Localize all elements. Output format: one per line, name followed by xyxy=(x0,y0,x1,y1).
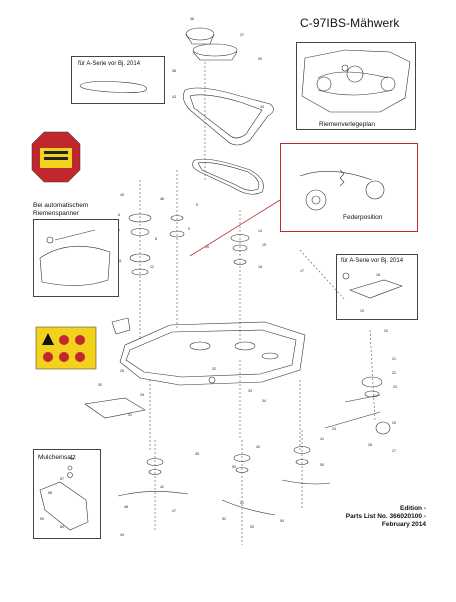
part-number-label: 39 xyxy=(258,57,262,61)
part-number-label: 59 xyxy=(40,517,44,521)
part-number-label: 8 xyxy=(155,237,157,241)
part-number-callouts: 3637383943444546567891011121415161718192… xyxy=(40,17,397,537)
inset-a-series-right-label: für A-Serie vor Bj. 2014 xyxy=(341,258,404,264)
part-number-label: 56 xyxy=(70,457,74,461)
part-number-label: 33 xyxy=(248,389,252,393)
part-number-label: 34 xyxy=(262,399,266,403)
part-number-label: 37 xyxy=(240,33,244,37)
inset-a-series-right: für A-Serie vor Bj. 2014 xyxy=(336,254,418,320)
inset-spring-position: Federposition xyxy=(280,143,418,232)
part-number-label: 21 xyxy=(392,357,396,361)
part-number-label: 44 xyxy=(260,105,264,109)
part-number-label: 18 xyxy=(376,273,380,277)
edition-line: Edition - xyxy=(400,505,426,512)
part-number-label: 31 xyxy=(128,413,132,417)
inset-auto-tensioner xyxy=(33,219,119,297)
inset-belt-plan: Riemenverlegeplan xyxy=(296,42,416,130)
part-number-label: 43 xyxy=(172,95,176,99)
part-number-label: 60 xyxy=(60,525,64,529)
part-number-label: 19 xyxy=(360,309,364,313)
part-number-label: 36 xyxy=(190,17,194,21)
part-number-label: 50 xyxy=(232,465,236,469)
part-number-label: 53 xyxy=(250,525,254,529)
part-number-label: 46 xyxy=(160,197,164,201)
warning-label-yellow xyxy=(35,326,97,370)
inset-belt-plan-label: Riemenverlegeplan xyxy=(319,121,376,128)
part-number-label: 35 xyxy=(195,452,199,456)
part-number-label: 42 xyxy=(160,485,164,489)
date-line: February 2014 xyxy=(381,521,426,528)
part-number-label: 9 xyxy=(188,227,190,231)
parts-list-line: Parts List No. 366020100 - xyxy=(345,513,426,520)
part-number-label: 58 xyxy=(48,491,52,495)
auto-tensioner-text: Bei automatischem Riemenspanner xyxy=(33,202,89,217)
part-number-label: 54 xyxy=(280,519,284,523)
part-number-label: 14 xyxy=(258,229,262,233)
part-number-label: 48 xyxy=(124,505,128,509)
part-number-label: 47 xyxy=(172,509,176,513)
part-number-label: 24 xyxy=(332,427,336,431)
part-number-label: 52 xyxy=(222,517,226,521)
inset-auto-tensioner-label: Bei automatischem Riemenspanner xyxy=(33,202,123,217)
part-number-label: 23 xyxy=(393,385,397,389)
part-number-label: 51 xyxy=(240,501,244,505)
edition-block: Edition - Parts List No. 366020100 - Feb… xyxy=(346,505,426,529)
part-number-label: 11 xyxy=(118,259,122,263)
part-number-label: 22 xyxy=(392,371,396,375)
part-number-label: 26 xyxy=(368,443,372,447)
part-number-label: 12 xyxy=(150,265,154,269)
inset-a-series-top: für A-Serie vor Bj. 2014 xyxy=(71,56,165,104)
part-number-label: 55 xyxy=(320,463,324,467)
part-number-label: 5 xyxy=(196,203,198,207)
part-number-label: 27 xyxy=(392,449,396,453)
part-number-label: 15 xyxy=(262,243,266,247)
part-number-label: 40 xyxy=(256,445,260,449)
part-number-label: 10 xyxy=(205,245,209,249)
inset-mulch-kit: Mulcheinsatz xyxy=(33,449,101,539)
inset-spring-position-label: Federposition xyxy=(343,214,383,221)
warning-label-red xyxy=(31,131,81,183)
inset-a-series-top-label: für A-Serie vor Bj. 2014 xyxy=(78,61,141,67)
part-number-label: 57 xyxy=(60,477,64,481)
inset-mulch-kit-label: Mulcheinsatz xyxy=(38,454,76,461)
part-number-label: 41 xyxy=(320,437,324,441)
part-number-label: 29 xyxy=(140,393,144,397)
part-number-label: 28 xyxy=(120,369,124,373)
part-number-label: 17 xyxy=(300,269,304,273)
part-number-label: 45 xyxy=(120,193,124,197)
part-number-label: 30 xyxy=(98,383,102,387)
part-number-label: 16 xyxy=(258,265,262,269)
part-number-label: 7 xyxy=(118,229,120,233)
part-number-label: 38 xyxy=(172,69,176,73)
page-title: C-97IBS-Mähwerk xyxy=(300,16,400,30)
part-number-label: 32 xyxy=(212,367,216,371)
part-number-label: 25 xyxy=(392,421,396,425)
part-number-label: 20 xyxy=(384,329,388,333)
part-number-label: 6 xyxy=(118,213,120,217)
part-number-label: 49 xyxy=(120,533,124,537)
